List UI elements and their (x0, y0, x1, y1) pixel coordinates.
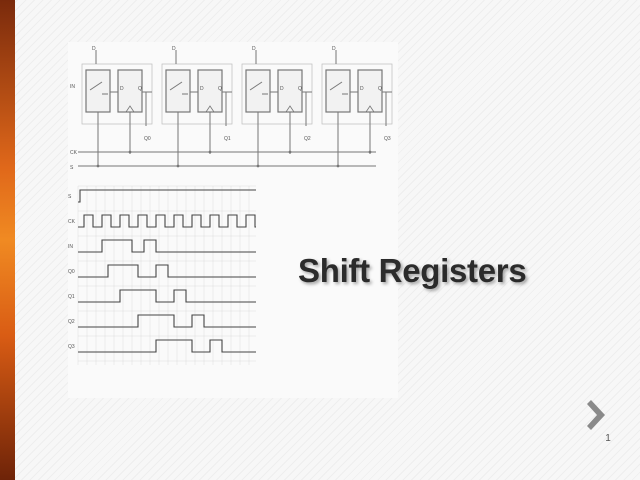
mux-block (165, 69, 191, 113)
mux-block (85, 69, 111, 113)
q-label: Q (378, 86, 382, 92)
slide-title: Shift Registers (298, 252, 527, 289)
waveform-s (78, 189, 256, 203)
timing-signal-label: S (68, 194, 72, 200)
stage-output-label: Q0 (144, 136, 151, 142)
q-label: Q (218, 86, 222, 92)
top-label: D (92, 46, 96, 52)
stage-output-label: Q1 (224, 136, 231, 142)
clock-triangle (205, 105, 215, 113)
junction (96, 164, 100, 168)
waveform-in (78, 239, 256, 253)
mux-switch (249, 81, 263, 91)
q-label: Q (138, 86, 142, 92)
stage-frame (161, 63, 233, 125)
timing-signal-label: CK (68, 219, 76, 225)
d-label: D (120, 86, 124, 92)
next-slide-button[interactable] (585, 396, 611, 434)
timing-signal-label: Q3 (68, 344, 75, 350)
mux-switch (329, 81, 343, 91)
waveform-q2 (78, 314, 256, 328)
top-label: D (172, 46, 176, 52)
junction (368, 150, 372, 154)
stage-frame (321, 63, 393, 125)
clock-triangle (125, 105, 135, 113)
mux-block (245, 69, 271, 113)
clock-triangle (285, 105, 295, 113)
timing-signal-label: Q1 (68, 294, 75, 300)
timing-signal-label: Q2 (68, 319, 75, 325)
top-label: D (252, 46, 256, 52)
junction (336, 164, 340, 168)
mux-switch (169, 81, 183, 91)
timing-signal-label: IN (68, 244, 73, 250)
junction (176, 164, 180, 168)
page-number: 1 (605, 433, 611, 444)
waveform-q0 (78, 264, 256, 278)
waveform-ck (78, 214, 256, 228)
stage-frame (241, 63, 313, 125)
d-label: D (200, 86, 204, 92)
mux-switch (89, 81, 103, 91)
junction (256, 164, 260, 168)
d-label: D (360, 86, 364, 92)
chevron-right-icon (587, 400, 605, 430)
q-label: Q (298, 86, 302, 92)
stage-output-label: Q3 (384, 136, 391, 142)
junction (128, 150, 132, 154)
junction (208, 150, 212, 154)
waveform-q3 (78, 339, 256, 353)
in-input-label: IN (70, 84, 75, 90)
mux-block (325, 69, 351, 113)
d-label: D (280, 86, 284, 92)
s-input-label: S (70, 165, 74, 171)
junction (288, 150, 292, 154)
timing-signal-label: Q0 (68, 269, 75, 275)
top-label: D (332, 46, 336, 52)
clock-triangle (365, 105, 375, 113)
stage-frame (81, 63, 153, 125)
waveform-q1 (78, 289, 256, 303)
accent-bar (0, 0, 15, 480)
stage-output-label: Q2 (304, 136, 311, 142)
ck-input-label: CK (70, 150, 78, 156)
